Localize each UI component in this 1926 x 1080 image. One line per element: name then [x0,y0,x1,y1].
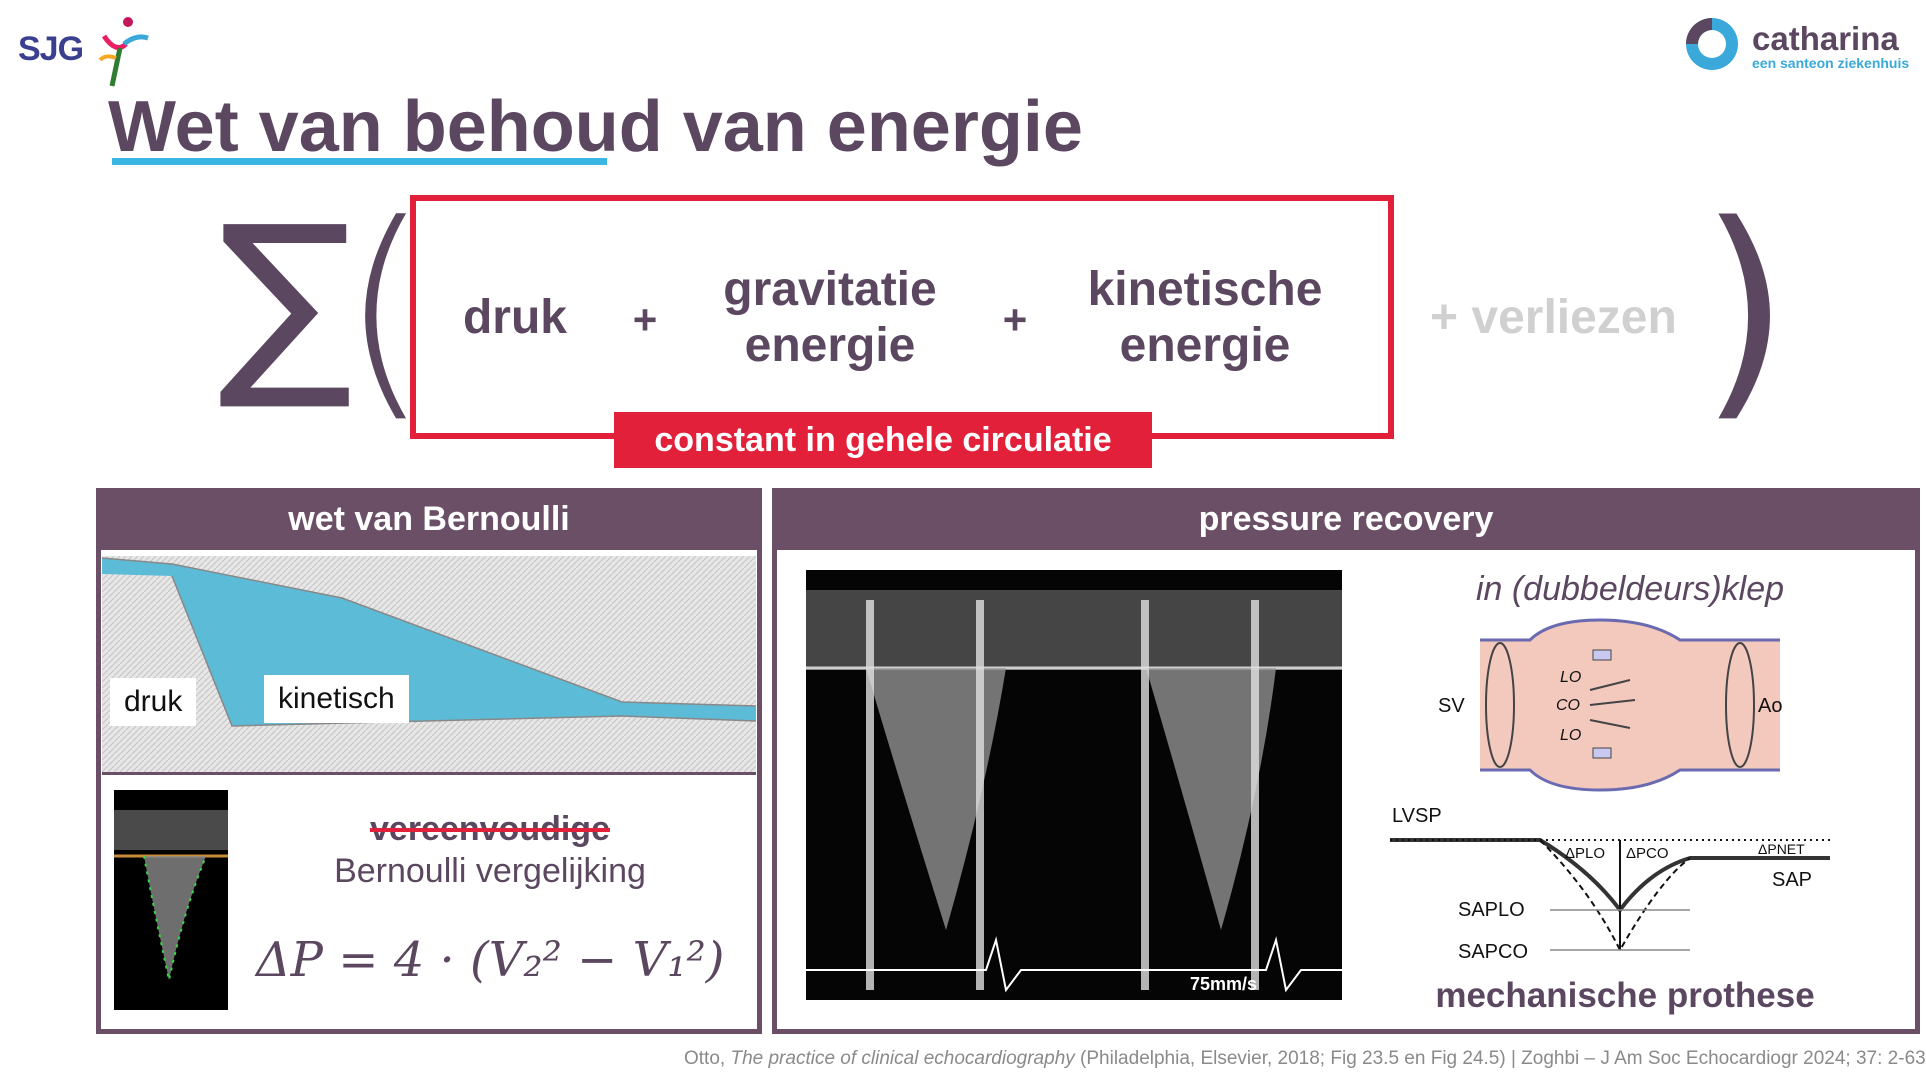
kinetic-label: kinetisch [264,675,409,723]
plus-sign-2: + [1002,296,1028,343]
doppler-trace-thumbnail [114,790,228,1010]
dplo-label: ΔPLO [1565,845,1605,862]
footer-author: Otto, [684,1048,731,1069]
dpco-label: ΔPCO [1626,845,1669,862]
pressure-recovery-graph: LVSP ΔPLO ΔPCO ΔPNET SAP SAPLO SAPCO [1390,805,1830,963]
scale-label: 75mm/s [1190,974,1258,994]
ao-label: Ao [1758,695,1782,717]
plus-sign-1: + [632,296,658,343]
term-gravitational-energy: gravitatie energie [700,262,960,374]
lvsp-label: LVSP [1392,805,1442,827]
sjg-logo [98,17,149,87]
close-parenthesis: ) [1700,176,1790,443]
struck-word-simplified: vereenvoudige [370,810,610,848]
catharina-logo-name: catharina [1752,20,1899,57]
valve-caption: in (dubbeldeurs)klep [1475,570,1785,608]
footer-rest: (Philadelphia, Elsevier, 2018; Fig 23.5 … [1074,1048,1926,1069]
sjg-logo-text: SJG [18,30,84,68]
term-gravitational-line2: energie [744,319,916,372]
bernoulli-panel-header: wet van Bernoulli [96,488,762,550]
term-kinetic-line2: energie [1119,319,1291,372]
bernoulli-equation: ΔP = 4 · (V₂² − V₁²) [256,932,725,988]
catharina-logo-subtitle: een santeon ziekenhuis [1752,55,1910,71]
title-underline [112,158,607,165]
term-kinetic-line1: kinetische [1087,263,1323,316]
term-kinetic-energy: kinetische energie [1070,262,1340,374]
sv-label: SV [1438,695,1465,717]
lo-top-label: LO [1560,669,1581,686]
pressure-recovery-header: pressure recovery [772,488,1920,550]
panel-divider [102,772,756,775]
term-losses: + verliezen [1430,291,1677,344]
citation-footer: Otto, The practice of clinical echocardi… [684,1048,1926,1070]
bileaflet-valve-diagram: SV Ao LO CO LO [1438,618,1782,792]
term-pressure: druk [462,291,567,344]
mechanical-prosthesis-caption: mechanische prothese [1435,976,1815,1015]
dpnet-label: ΔPNET [1758,841,1805,857]
pressure-label: druk [110,678,197,726]
lo-bottom-label: LO [1560,727,1581,744]
catharina-logo-icon [1686,18,1738,70]
footer-book: The practice of clinical echocardiograph… [730,1048,1075,1069]
sapco-label: SAPCO [1458,941,1528,963]
sap-label: SAP [1772,869,1812,891]
saplo-label: SAPLO [1458,899,1525,921]
doppler-spectrum-image [806,570,1342,1000]
co-label: CO [1556,697,1580,714]
term-gravitational-line1: gravitatie [723,263,937,316]
bernoulli-energy-diagram [101,556,757,772]
sigma-symbol: ∑ [218,183,353,416]
constant-banner: constant in gehele circulatie [614,412,1152,468]
bernoulli-equation-label: Bernoulli vergelijking [334,852,646,890]
page-title: Wet van behoud van energie [108,87,1083,167]
